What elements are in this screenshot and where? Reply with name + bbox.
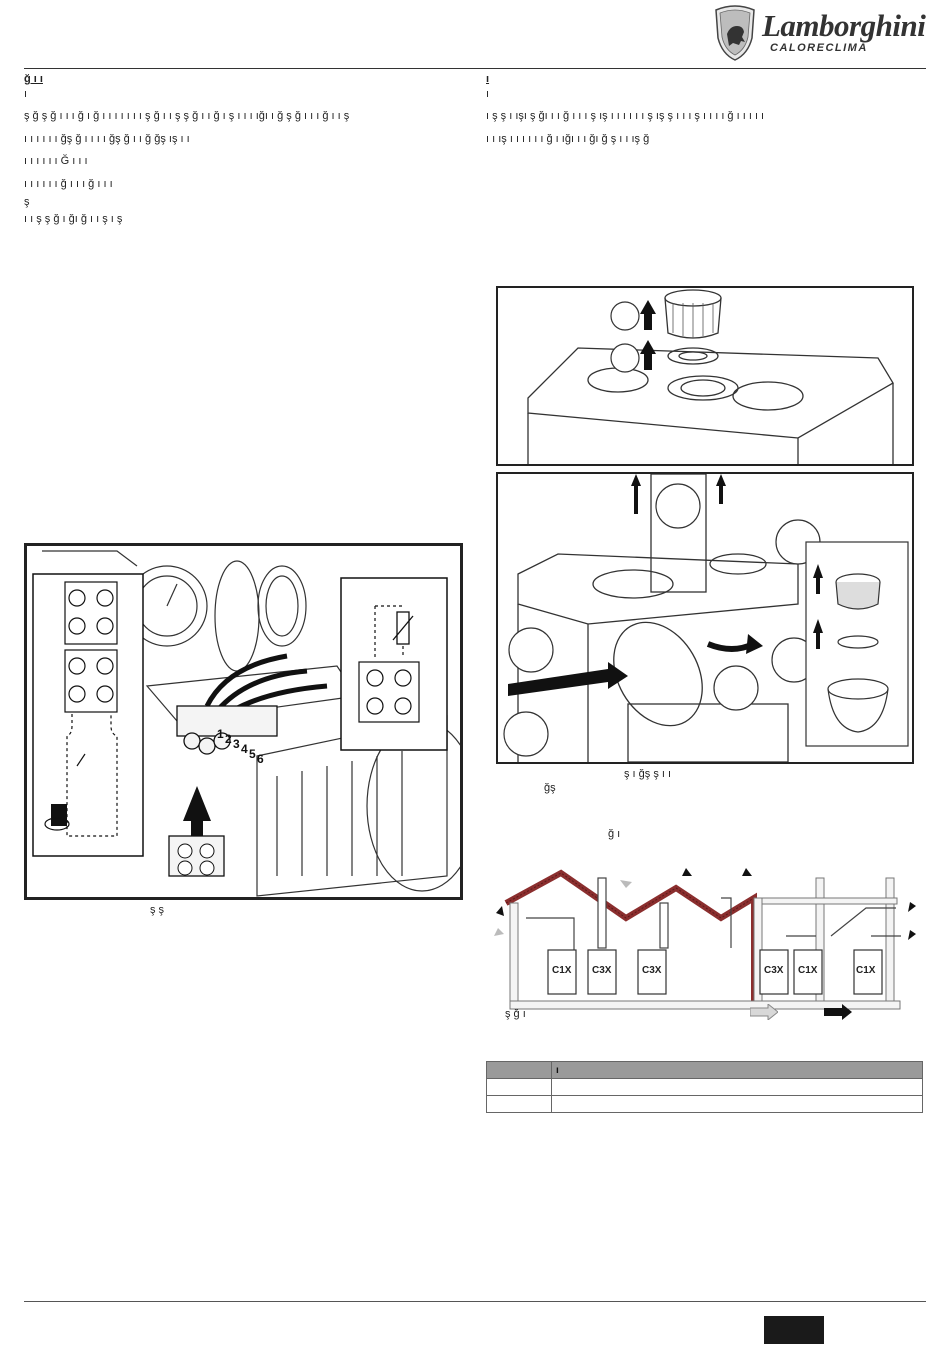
spec-table-wrapper: ı: [486, 1061, 923, 1113]
left-paragraph-7: ı ı ş ş ğ ı ğı ğ ı ı ş ı ş: [24, 212, 123, 225]
boiler-unit: [759, 949, 789, 995]
intake-arrow-icon: [620, 880, 632, 888]
terminal-label: 3: [233, 737, 240, 751]
page-number-badge: [764, 1316, 824, 1344]
right-inset-sensor: [340, 577, 448, 751]
right-paragraph-3: ı ı ış ı ı ı ı ı ı ğ ı ığı ı ı ğı ğ ş ı …: [486, 132, 650, 145]
exhaust-legend-arrow-icon: [824, 1004, 852, 1020]
spec-table: ı: [486, 1061, 923, 1113]
terminal-label: 2: [225, 732, 232, 746]
installation-types-diagram: C1X C3X C3X C3X C1X C1X: [494, 868, 916, 1010]
exhaust-arrow-icon: [908, 902, 916, 912]
left-paragraph-6: ş: [24, 196, 30, 208]
left-paragraph-1: ı: [24, 87, 28, 100]
right-paragraph-1: ı: [486, 87, 490, 100]
installation-label: C1X: [552, 965, 572, 976]
table-cell: [551, 1078, 923, 1096]
installation-label: C3X: [592, 965, 612, 976]
brand-subtitle: CALORECLIMA: [770, 42, 868, 54]
installations-legend: ş ğ ı: [505, 1008, 526, 1020]
left-inset-terminal-strip: [32, 573, 144, 857]
flue-figure-caption-2: ğş: [544, 782, 556, 794]
terminal-label: 6: [257, 752, 264, 766]
left-paragraph-2: ş ğ ş ğ ı ı ı ğ ı ğ ı ı ı ı ı ı ı ş ğ ı …: [24, 110, 350, 122]
exhaust-arrow-icon: [908, 930, 916, 940]
left-paragraph-4: ı ı ı ı ı ı Ğ ı ı ı: [24, 155, 88, 167]
left-paragraph-5: ı ı ı ı ı ı ğ ı ı ı ğ ı ı ı: [24, 177, 113, 190]
right-section-heading: ı: [486, 73, 490, 85]
brand-name: Lamborghini: [762, 8, 926, 43]
flue-top-illustration: [527, 289, 894, 464]
wiring-figure-caption: ş ş: [150, 904, 165, 916]
installation-label: C3X: [642, 965, 662, 976]
wiring-figure: 1 2 3 4 5 6: [24, 543, 478, 900]
table-cell: [551, 1095, 923, 1113]
flue-figure-caption-1: ş ı ğş ş ı ı: [624, 768, 672, 780]
terminal-label: 1: [217, 727, 224, 741]
exhaust-arrow-icon: [742, 868, 752, 876]
lamborghini-shield-logo: [715, 5, 755, 61]
exhaust-arrow-icon: [496, 906, 504, 916]
header-rule: [24, 68, 926, 69]
right-column-text: ı ı ı ş ş ı ışı ş ğı ı ı ğ ı ı ı ş ış ı …: [486, 72, 922, 148]
boiler-unit: [547, 949, 577, 995]
terminal-label: 4: [241, 742, 248, 756]
intake-arrow-icon: [494, 928, 504, 936]
installation-label: C3X: [764, 965, 784, 976]
table-cell: [486, 1095, 552, 1113]
boiler-unit: [793, 949, 823, 995]
table-cell: [486, 1078, 552, 1096]
table-header-cell: ı: [551, 1061, 923, 1079]
footer-rule: [24, 1301, 926, 1302]
left-section-heading: ğ ı ı: [24, 73, 43, 85]
table-row: [486, 1078, 923, 1096]
flue-top-figure: [496, 286, 914, 466]
left-column-text: ğ ı ı ı ş ğ ş ğ ı ı ı ğ ı ğ ı ı ı ı ı ı …: [24, 72, 462, 228]
installation-label: C1X: [798, 965, 818, 976]
intake-legend-arrow-icon: [750, 1004, 778, 1020]
flue-adapter-figure: [496, 472, 914, 764]
left-paragraph-3: ı ı ı ı ı ı ğş ğ ı ı ı ı ğş ğ ı ı ğ ğş ı…: [24, 132, 190, 145]
boiler-unit: [587, 949, 617, 995]
table-header-row: ı: [486, 1061, 923, 1079]
right-paragraph-2: ı ş ş ı ışı ş ğı ı ı ğ ı ı ı ş ış ı ı ı …: [486, 110, 765, 122]
boiler-unit: [853, 949, 883, 995]
plug-connector: [168, 786, 225, 877]
exhaust-arrow-icon: [682, 868, 692, 876]
table-row: [486, 1095, 923, 1113]
installation-label: C1X: [856, 965, 876, 976]
installations-title: ğ ı: [608, 828, 621, 840]
table-header-cell: [486, 1061, 552, 1079]
flue-adapter-illustration: [503, 473, 909, 763]
wiring-illustration: 1 2 3 4 5 6: [32, 550, 478, 897]
boiler-unit: [637, 949, 667, 995]
terminal-label: 5: [249, 747, 256, 761]
